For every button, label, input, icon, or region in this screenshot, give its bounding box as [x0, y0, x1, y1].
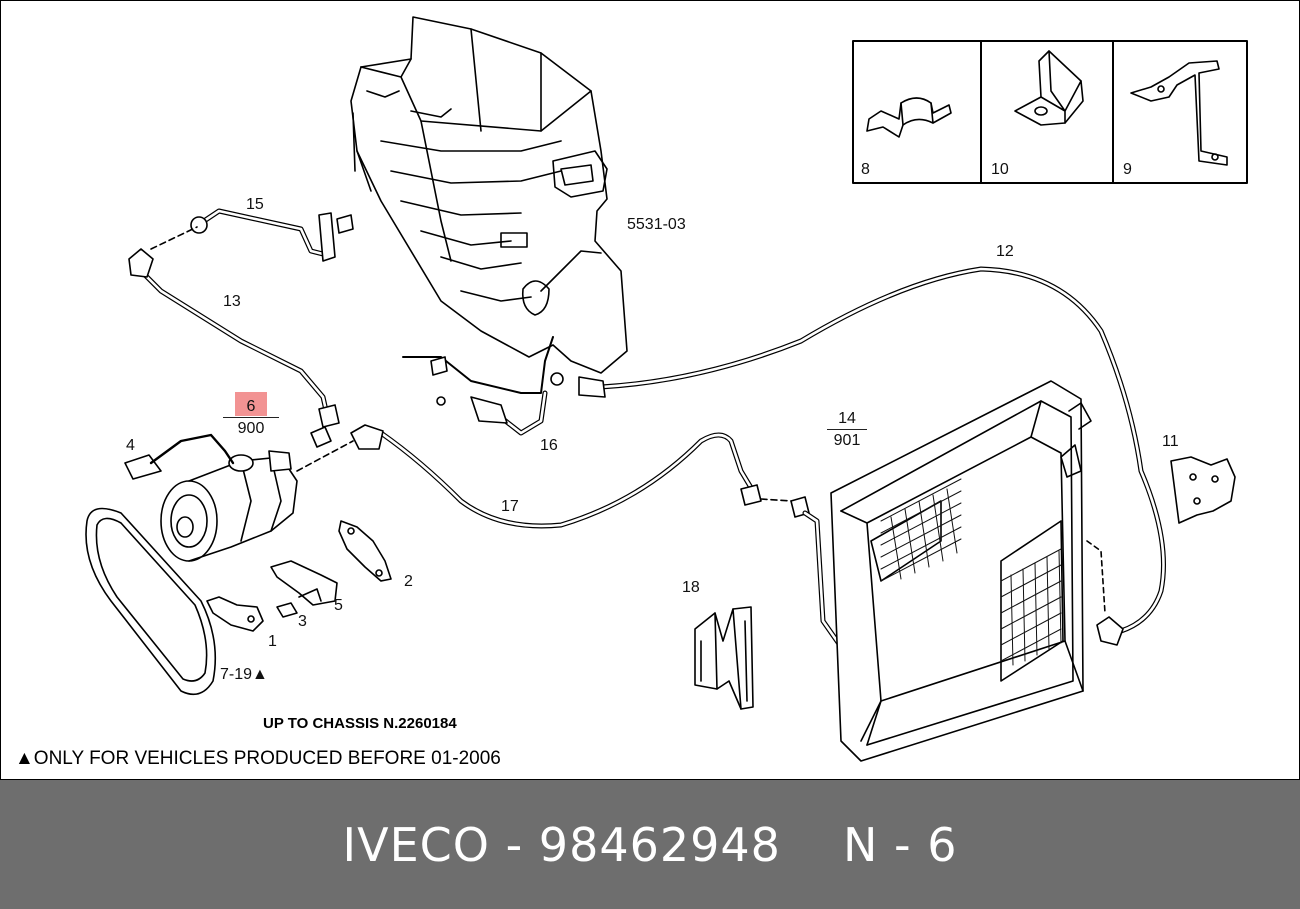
- part-label-10[interactable]: 10: [991, 161, 1009, 178]
- bracket-5-drawing: [270, 560, 338, 606]
- part-label-901[interactable]: 901: [833, 432, 861, 449]
- part-label-1[interactable]: 1: [268, 633, 277, 650]
- part-label-6[interactable]: 6: [223, 399, 279, 418]
- part-label-17[interactable]: 17: [501, 498, 519, 515]
- footer-caption: IVECO - 98462948 N - 6: [0, 780, 1300, 909]
- position-reference: N - 6: [842, 817, 958, 872]
- part-label-7-19[interactable]: 7-19▲: [220, 666, 268, 683]
- part-label-3[interactable]: 3: [298, 613, 307, 630]
- part-label-6-fraction[interactable]: 6 900: [223, 399, 279, 437]
- reference-code-label: 5531-03: [627, 216, 686, 233]
- condenser-mesh: [880, 478, 1062, 666]
- part-label-5[interactable]: 5: [334, 597, 343, 614]
- part-label-4[interactable]: 4: [126, 437, 135, 454]
- bracket-1-drawing: [206, 596, 264, 632]
- spacer-3-drawing: [276, 602, 298, 618]
- parts-diagram: 5531-03 8 10 9 15 13 12 6 900 4 16 14 90…: [0, 0, 1300, 780]
- pipe-13-drawing: [128, 226, 340, 448]
- part-label-900[interactable]: 900: [237, 420, 265, 437]
- hvac-unit-drawing: [350, 16, 628, 374]
- part-label-8[interactable]: 8: [861, 161, 870, 178]
- pipe-17-drawing: [296, 424, 810, 529]
- diagram-drawing: [85, 16, 1248, 762]
- chassis-note: UP TO CHASSIS N.2260184: [263, 715, 457, 732]
- part-label-13[interactable]: 13: [223, 293, 241, 310]
- bracket-18-drawing: [694, 606, 754, 710]
- part-label-16[interactable]: 16: [540, 437, 558, 454]
- footer-bar: IVECO - 98462948 N - 6: [0, 780, 1300, 909]
- part-reference: IVECO - 98462948: [342, 817, 781, 872]
- condenser-drawing: [830, 380, 1106, 762]
- drive-belt-drawing: [85, 507, 217, 696]
- part-label-14[interactable]: 14: [827, 411, 867, 430]
- part-label-9[interactable]: 9: [1123, 161, 1132, 178]
- bracket-9-drawing: [1130, 60, 1228, 166]
- bracket-10-drawing: [1014, 50, 1084, 126]
- bracket-11-drawing: [1170, 456, 1236, 524]
- part-label-11[interactable]: 11: [1162, 433, 1179, 450]
- bracket-2-drawing: [338, 520, 392, 582]
- pipe-12-drawing: [578, 266, 1166, 646]
- part-label-18[interactable]: 18: [682, 579, 700, 596]
- clamp-8-drawing: [866, 97, 952, 138]
- part-label-15[interactable]: 15: [246, 196, 264, 213]
- pipe-16-drawing: [402, 336, 564, 436]
- part-label-14-fraction[interactable]: 14 901: [827, 411, 867, 449]
- pipe-15-drawing: [190, 208, 354, 262]
- part-label-2[interactable]: 2: [404, 573, 413, 590]
- vehicles-note: ▲ONLY FOR VEHICLES PRODUCED BEFORE 01-20…: [15, 748, 501, 769]
- detail-box: [852, 40, 1248, 184]
- highlighted-part-marker: [235, 392, 267, 416]
- part-label-12[interactable]: 12: [996, 243, 1014, 260]
- compressor-drawing: [124, 433, 298, 562]
